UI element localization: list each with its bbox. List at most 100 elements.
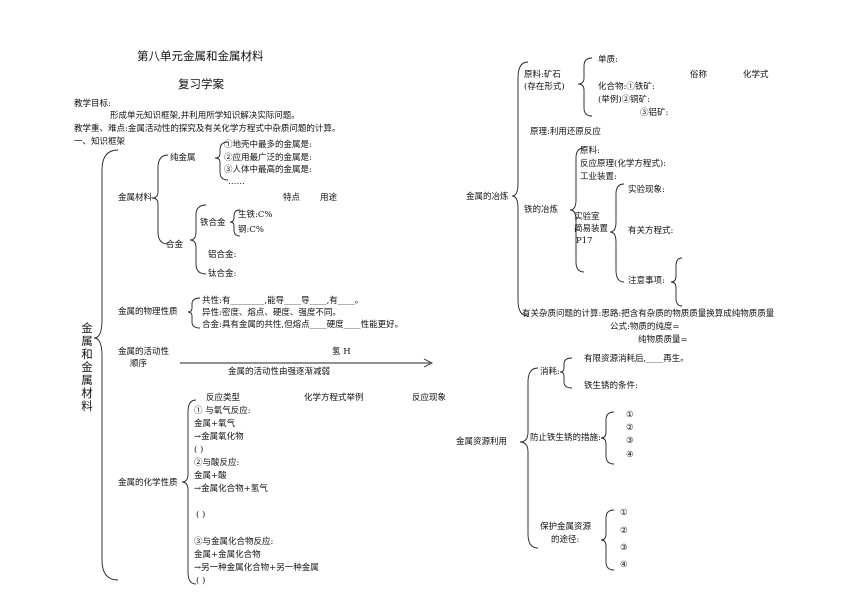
- physical-label: 金属的物理性质: [118, 307, 178, 317]
- main-topic: 金 属 和 金 属 材 料: [81, 321, 93, 413]
- steel: 钢:C%: [238, 225, 264, 235]
- activity-caption: 金属的活动性由强逐渐减弱: [228, 367, 331, 377]
- physical-item-3: 合金:具有金属的共性,但熔点____硬度____性能更好。: [202, 320, 404, 330]
- prevent-brace: [600, 411, 615, 465]
- pure-metal-brace: [214, 141, 229, 181]
- iron-label: 铁的冶炼: [524, 205, 559, 215]
- chemical-brace: [181, 399, 197, 585]
- goal-text: 形成单元知识框架,并利用所学知识解决实际问题。: [110, 111, 300, 121]
- protect-label-1: 保护金属资源: [540, 522, 592, 532]
- alloy-brace: [189, 204, 207, 275]
- iron-equipment: 工业装置:: [580, 172, 617, 182]
- iron-brace: [569, 147, 585, 273]
- protect-brace: [600, 509, 615, 571]
- notes-brace: [670, 257, 683, 307]
- iron-alloy-label: 铁合金: [200, 218, 226, 228]
- section-title: 一、知识框架: [74, 137, 126, 147]
- sub-title: 复习学案: [178, 77, 224, 91]
- pure-metal-label: 纯金属: [170, 153, 196, 163]
- rust-condition: 铁生锈的条件:: [584, 381, 638, 391]
- oxygen-line-1: ① 与氧气反应:: [194, 406, 251, 416]
- compound-ore-2: (举例)②铜矿:: [598, 95, 650, 105]
- activity-label-2: 顺序: [130, 359, 148, 369]
- protect-item-4: ④: [620, 560, 628, 570]
- pure-metal-item-1: ①地壳中最多的金属是:: [224, 140, 312, 150]
- lab-label-2: 简易装置: [574, 224, 609, 234]
- pure-metal-item-4: ……: [228, 177, 245, 187]
- protect-label-2: 的途径:: [551, 535, 580, 545]
- activity-label-1: 金属的活动性: [118, 347, 170, 357]
- compound-ore-3: ③铝矿:: [640, 108, 669, 118]
- pure-metal-item-2: ②应用最广泛的金属是:: [224, 153, 312, 163]
- impurity-line-3: 纯物质质量=: [638, 335, 688, 345]
- limited-resource: 有限资源消耗后,____再生。: [584, 354, 689, 364]
- resources-brace: [519, 367, 539, 549]
- common-name-label: 俗称: [690, 70, 708, 80]
- lab-phenomenon: 实验现象:: [628, 185, 665, 195]
- unit-title: 第八单元金属和金属材料: [137, 49, 264, 63]
- key-points: 教学重、难点:金属活动性的探究及有关化学方程式中杂质问题的计算。: [74, 124, 341, 134]
- raw-label-1: 原料:矿石: [524, 70, 561, 80]
- col-equation: 化学方程式举例: [304, 393, 364, 403]
- resources-label: 金属资源利用: [456, 437, 508, 447]
- alloy-label: 合金: [166, 240, 184, 250]
- compound-ore-1: 化合物:①铁矿:: [598, 82, 655, 92]
- iron-reaction: 反应原理(化学方程式):: [580, 159, 666, 169]
- lab-label-3: P17: [576, 236, 593, 246]
- materials-label: 金属材料: [118, 193, 153, 203]
- pure-metal-item-3: ③人体中最高的金属是:: [224, 165, 312, 175]
- iron-alloy-brace: [229, 209, 241, 237]
- smelting-brace: [511, 61, 529, 317]
- acid-line-1: ②与酸反应:: [194, 458, 240, 468]
- physical-item-2: 异性:密度、熔点、硬度、强度不同。: [202, 308, 341, 318]
- oxygen-line-2: 金属+氧气: [194, 419, 236, 429]
- compound-line-1: ③与金属化合物反应:: [194, 537, 274, 547]
- protect-item-1: ①: [620, 508, 628, 518]
- physical-item-1: 共性:有________,能导____导____,有____。: [202, 296, 364, 306]
- principle: 原理:利用还原反应: [530, 127, 601, 137]
- materials-brace: [151, 154, 169, 245]
- use-label: 用途: [320, 193, 338, 203]
- prevent-item-2: ②: [626, 423, 634, 433]
- lab-equation: 有关方程式:: [628, 226, 674, 236]
- pig-iron: 生铁:C%: [238, 210, 273, 220]
- protect-item-3: ③: [620, 543, 628, 553]
- compound-line-3: →另一种金属化合物+另一种金属: [194, 563, 319, 573]
- prevent-item-3: ③: [626, 436, 634, 446]
- protect-item-2: ②: [620, 526, 628, 536]
- ore-brace: [577, 57, 593, 117]
- prevent-item-1: ①: [626, 410, 634, 420]
- consume-brace: [559, 357, 573, 389]
- col-reaction-type: 反应类型: [206, 393, 241, 403]
- activity-arrow-head: [423, 358, 434, 368]
- lab-label-1: 实验室: [574, 212, 600, 222]
- impurity-line-2: 公式:物质的纯度=: [610, 322, 680, 332]
- lab-notes: 注意事项:: [628, 276, 665, 286]
- oxygen-line-4: ( ): [194, 445, 204, 455]
- elemental-label: 单质:: [598, 55, 618, 65]
- acid-line-3: →金属化合物+氢气: [194, 484, 268, 494]
- impurity-line-1: 有关杂质问题的计算:思路:把含有杂质的物质质量换算成纯物质质量: [522, 309, 775, 319]
- hydrogen-marker: 氢 H: [332, 347, 351, 357]
- col-phenomenon: 反应现象: [412, 393, 447, 403]
- aluminum-alloy: 铝合金:: [208, 250, 237, 260]
- lab-brace: [609, 183, 625, 283]
- formula-label: 化学式: [743, 70, 769, 80]
- compound-line-2: 金属+金属化合物: [194, 550, 261, 560]
- iron-raw: 原料:: [580, 146, 600, 156]
- feature-label: 特点: [283, 193, 301, 203]
- titanium-alloy: 钛合金:: [208, 269, 237, 279]
- raw-label-2: (存在形式): [524, 82, 565, 92]
- prevent-label: 防止铁生锈的措施:: [530, 433, 601, 443]
- consume-label: 消耗:: [540, 367, 560, 377]
- compound-line-4: ( ): [196, 576, 206, 586]
- physical-brace: [187, 297, 201, 329]
- smelting-label: 金属的冶炼: [466, 192, 509, 202]
- acid-line-2: 金属+酸: [194, 471, 227, 481]
- acid-blank: ( ): [196, 510, 206, 520]
- prevent-item-4: ④: [626, 450, 634, 460]
- goal-label: 教学目标:: [74, 99, 111, 109]
- chemical-label: 金属的化学性质: [118, 478, 178, 488]
- oxygen-line-3: →金属氧化物: [194, 432, 244, 442]
